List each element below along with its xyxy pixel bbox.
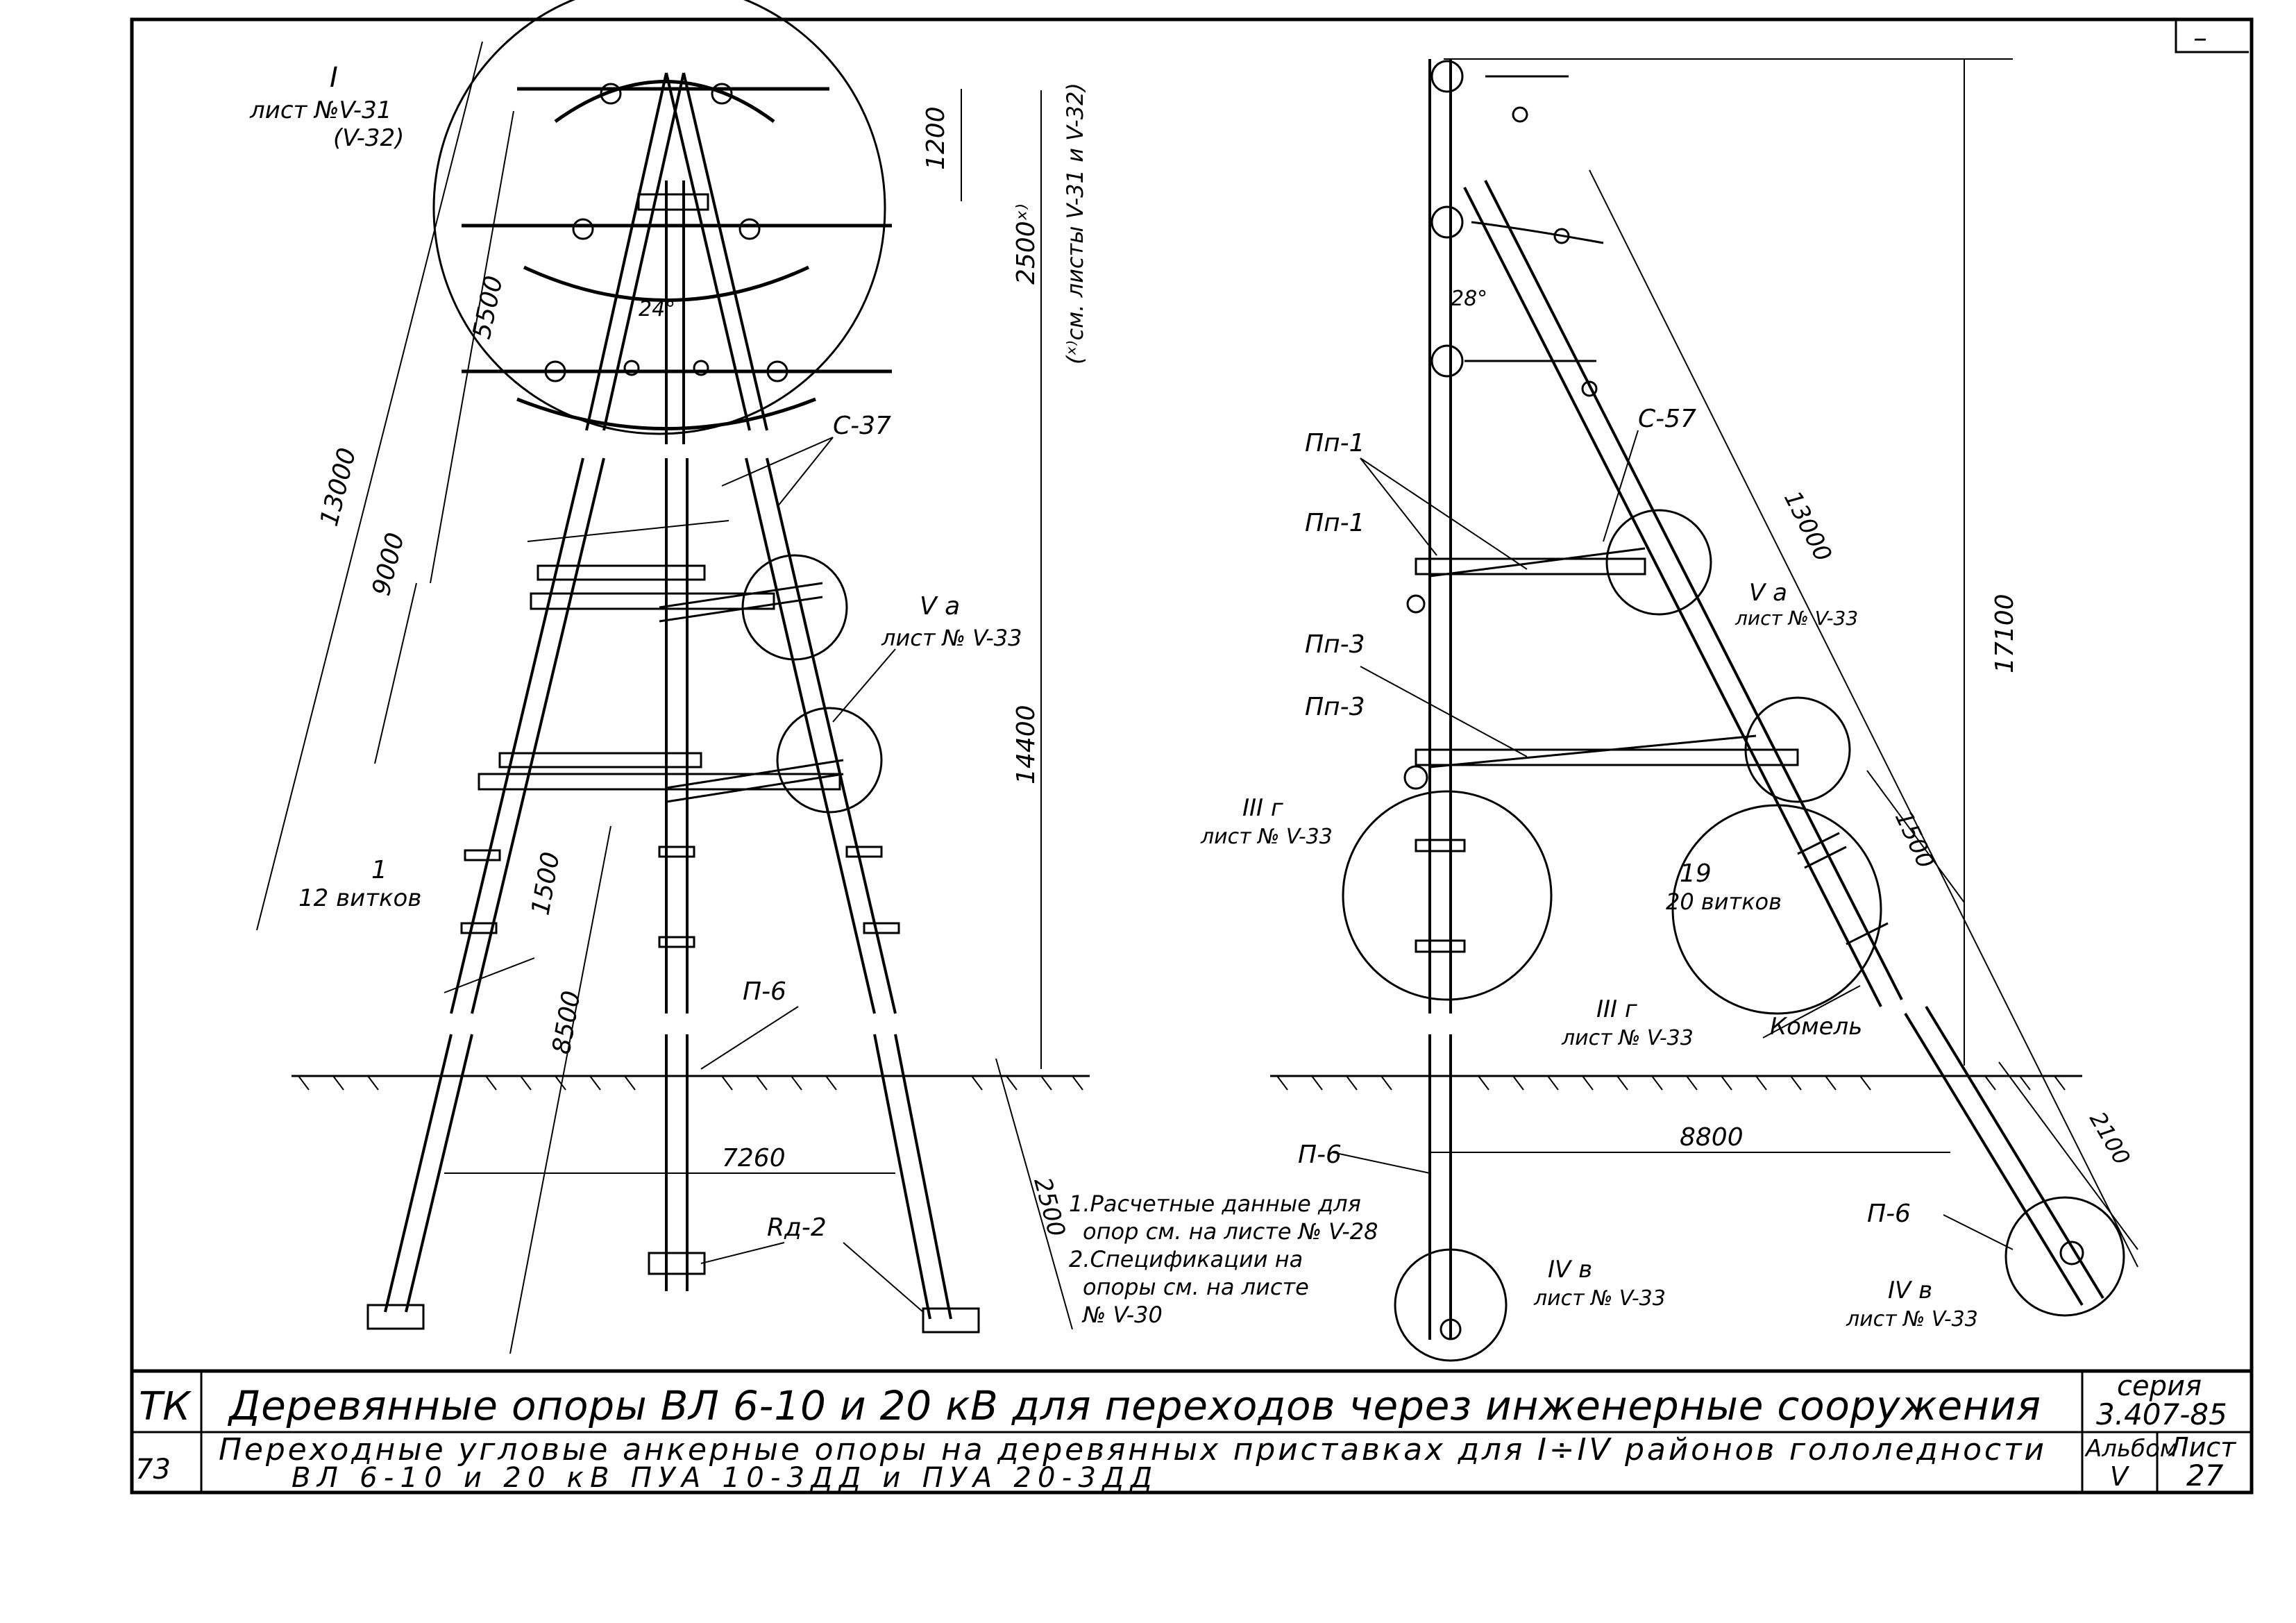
dim-14400: 14400	[1012, 705, 1040, 784]
detail-circle-19	[1671, 804, 1882, 1015]
label-rd2: Rд-2	[767, 1213, 827, 1242]
detail-circle-Va-right	[1605, 509, 1712, 616]
dim-2500x: 2500ˣ⁾	[1012, 204, 1040, 285]
item-1-text: 12 витков	[298, 884, 421, 912]
detail-circle-IIIg-b	[1342, 790, 1553, 1001]
callout-IVv2-ref: лист № V-33	[1846, 1307, 1978, 1331]
dim-7260: 7260	[722, 1144, 786, 1172]
series-value: 3.407-85	[2096, 1397, 2227, 1431]
callout-I-ref2: (V-32)	[333, 124, 404, 152]
label-pp3-a: Пп-3	[1305, 630, 1365, 659]
callout-Va-right: V а	[1749, 579, 1787, 607]
callout-Va: V а	[920, 592, 960, 621]
callout-IIIg2: III г	[1596, 995, 1638, 1023]
left-code-1: ТК	[139, 1384, 192, 1429]
detail-circle-IIIg-a	[1744, 696, 1851, 803]
note-2c: № V-30	[1081, 1302, 1163, 1328]
label-komel: Комель	[1770, 1013, 1862, 1041]
dim-5500: 5500	[468, 274, 509, 342]
label-p6-a: П-6	[1298, 1141, 1342, 1169]
title-block: ТК 73 Деревянные опоры ВЛ 6-10 и 20 кВ д…	[132, 1369, 2252, 1494]
dim-1500-right: 1500	[1889, 807, 1940, 873]
callout-IIIg2-ref: лист № V-33	[1561, 1026, 1694, 1050]
label-pp1-a: Пп-1	[1305, 429, 1365, 457]
insulator-icon	[544, 83, 788, 382]
dim-1200: 1200	[922, 106, 950, 170]
label-pp1-b: Пп-1	[1305, 509, 1365, 537]
detail-circle-IVv-a	[1394, 1248, 1508, 1362]
right-support-view: 28° С-57 Пп-1 Пп-1 Пп-3 Пп-3 13000 V а л…	[1200, 58, 2138, 1362]
dim-17100: 17100	[1991, 594, 2019, 673]
sheet-value: 27	[2186, 1458, 2224, 1492]
dim-2100: 2100	[2084, 1107, 2136, 1170]
callout-IIIg: III г	[1242, 794, 1284, 822]
item-19-text: 20 витков	[1666, 889, 1782, 915]
main-title: Деревянные опоры ВЛ 6-10 и 20 кВ для пер…	[227, 1382, 2041, 1429]
insulator-icon-right	[1430, 60, 1604, 397]
note-2b: опоры см. на листе	[1083, 1274, 1309, 1300]
detail-circle-I	[432, 0, 886, 435]
angle-28: 28°	[1451, 287, 1487, 311]
dim-13000-right: 13000	[1778, 487, 1837, 566]
callout-IIIg-ref: лист № V-33	[1200, 825, 1333, 849]
left-code-2: 73	[135, 1454, 171, 1486]
callout-Va-ref: лист № V-33	[881, 625, 1022, 651]
detail-circle-Va-1	[741, 554, 848, 661]
sub-title-1: Переходные угловые анкерные опоры на дер…	[219, 1432, 2044, 1468]
dim-8800: 8800	[1680, 1123, 1744, 1152]
label-c37: С-37	[833, 412, 891, 440]
corner-tab	[2175, 19, 2249, 53]
detail-circle-IVv-b	[2004, 1196, 2125, 1317]
series-label: серия	[2117, 1370, 2202, 1402]
ground-hatch-right	[1276, 1075, 2066, 1091]
note-2a: 2.Спецификации на	[1069, 1246, 1303, 1272]
dim-9000: 9000	[367, 530, 410, 598]
callout-I-ref: лист №V-31	[249, 96, 391, 124]
dim-2500: 2500	[1028, 1175, 1070, 1240]
album-value: V	[2110, 1461, 2130, 1492]
callout-I: I	[330, 62, 338, 94]
dim-13000: 13000	[315, 445, 362, 529]
sheet-label: Лист	[2168, 1432, 2237, 1463]
left-support-view: I лист №V-31 (V-32) 1200 2500ˣ⁾ (ˣ⁾см. л…	[249, 0, 1090, 1354]
dim-1500: 1500	[526, 850, 565, 917]
angle-24: 24°	[639, 297, 675, 321]
callout-IVv-ref: лист № V-33	[1533, 1286, 1666, 1311]
item-1: 1	[371, 856, 387, 884]
label-p6: П-6	[743, 977, 786, 1006]
label-p6-b: П-6	[1867, 1200, 1911, 1228]
item-19: 19	[1680, 859, 1712, 888]
dim-8500: 8500	[547, 989, 586, 1056]
callout-IVv2: IV в	[1888, 1277, 1932, 1304]
sheet-frame	[130, 17, 2254, 1495]
detail-circle-Va-2	[776, 707, 883, 814]
label-c57: С-57	[1638, 405, 1696, 433]
dim-note: (ˣ⁾см. листы V-31 и V-32)	[1062, 83, 1088, 364]
notes: 1.Расчетные данные для опор см. на листе…	[1069, 1191, 1378, 1328]
note-1a: 1.Расчетные данные для	[1069, 1191, 1361, 1217]
callout-Va-ref-right: лист № V-33	[1734, 607, 1858, 630]
wire-bands	[460, 846, 900, 948]
ground-hatch-left	[298, 1075, 1083, 1091]
label-pp3-b: Пп-3	[1305, 693, 1365, 721]
album-label: Альбом	[2084, 1435, 2177, 1463]
note-1b: опор см. на листе № V-28	[1083, 1218, 1378, 1245]
corner-mark: –	[2193, 22, 2207, 54]
callout-IVv: IV в	[1548, 1256, 1592, 1284]
